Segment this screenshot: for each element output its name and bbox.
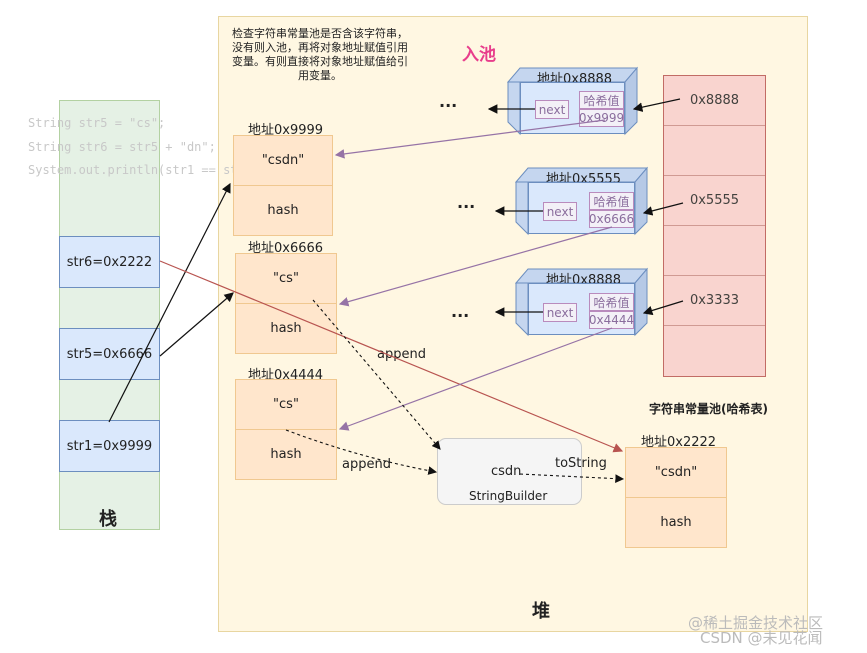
arrow-ref-6666 (338, 226, 613, 307)
arrow-to-string (519, 473, 625, 484)
arrow-pool-2 (642, 202, 684, 216)
ellipsis: ... (439, 92, 458, 111)
string-table-slot (664, 226, 765, 276)
string-builder-content: csdn (491, 464, 522, 479)
object-hash: hash (270, 446, 302, 462)
node-next: next (543, 202, 577, 221)
node-hash-label: 哈希值 (589, 293, 634, 311)
watermark-2: CSDN @未见花闻 (700, 629, 823, 647)
object-value: "csdn" (234, 136, 332, 186)
object-address: 地址0x9999 (248, 123, 324, 138)
stack-label: 栈 (99, 509, 117, 530)
arrow-str5 (159, 292, 234, 357)
node-hash-label: 哈希值 (579, 91, 624, 109)
object-address: 地址0x2222 (641, 435, 717, 450)
arrow-ref-4444 (338, 327, 613, 431)
arrow-ref-9999 (334, 119, 606, 159)
heap-label: 堆 (532, 601, 550, 622)
ellipsis: ... (451, 302, 470, 321)
arrow-pool-1 (632, 98, 681, 112)
note-text: 检查字符串常量池是否含该字符串，没有则入池，再将对象地址赋值引用变量。有则直接将… (232, 27, 408, 82)
object-hash: hash (660, 514, 692, 530)
node-hash-label: 哈希值 (589, 192, 634, 210)
watermark-1: @稀土掘金技术社区 (688, 614, 824, 632)
node-next: next (535, 100, 569, 119)
arrow-pool-3 (642, 300, 684, 316)
string-object-0x4444: "cs" hash (235, 379, 337, 480)
node-next: next (543, 303, 577, 322)
string-table-label: 字符串常量池(哈希表) (649, 402, 768, 416)
stack-var-str1: str1=0x9999 (59, 420, 160, 472)
object-hash: hash (267, 202, 299, 218)
object-value: "cs" (236, 254, 336, 304)
arrow-str6 (159, 260, 624, 453)
ellipsis: ... (457, 193, 476, 212)
object-value: "cs" (236, 380, 336, 430)
string-builder (437, 438, 582, 505)
pool-in-label: 入池 (462, 45, 496, 65)
object-hash: hash (270, 320, 302, 336)
to-string-label: toString (555, 456, 607, 471)
string-table-entry: 0x3333 (664, 276, 765, 326)
hash-node-3: next 哈希值 0x4444 (528, 283, 635, 335)
code-line-1: String str5 = "cs"; (28, 116, 166, 130)
arrow-append-1 (312, 299, 441, 450)
append-label: append (377, 347, 426, 362)
arrow-append-2 (285, 429, 438, 475)
stack-var-str6: str6=0x2222 (59, 236, 160, 288)
string-table-entry: 0x8888 (664, 76, 765, 126)
string-object-0x9999: "csdn" hash (233, 135, 333, 236)
string-object-0x2222: "csdn" hash (625, 447, 727, 548)
string-table-slot (664, 126, 765, 176)
code-line-2: String str6 = str5 + "dn"; (28, 140, 216, 154)
string-object-0x6666: "cs" hash (235, 253, 337, 354)
string-table: 0x8888 0x5555 0x3333 (663, 75, 766, 377)
object-address: 地址0x6666 (248, 241, 324, 256)
arrow-str1 (108, 182, 231, 423)
append-label: append (342, 457, 391, 472)
string-table-entry: 0x5555 (664, 176, 765, 226)
string-builder-name: StringBuilder (469, 489, 548, 503)
object-value: "csdn" (626, 448, 726, 498)
